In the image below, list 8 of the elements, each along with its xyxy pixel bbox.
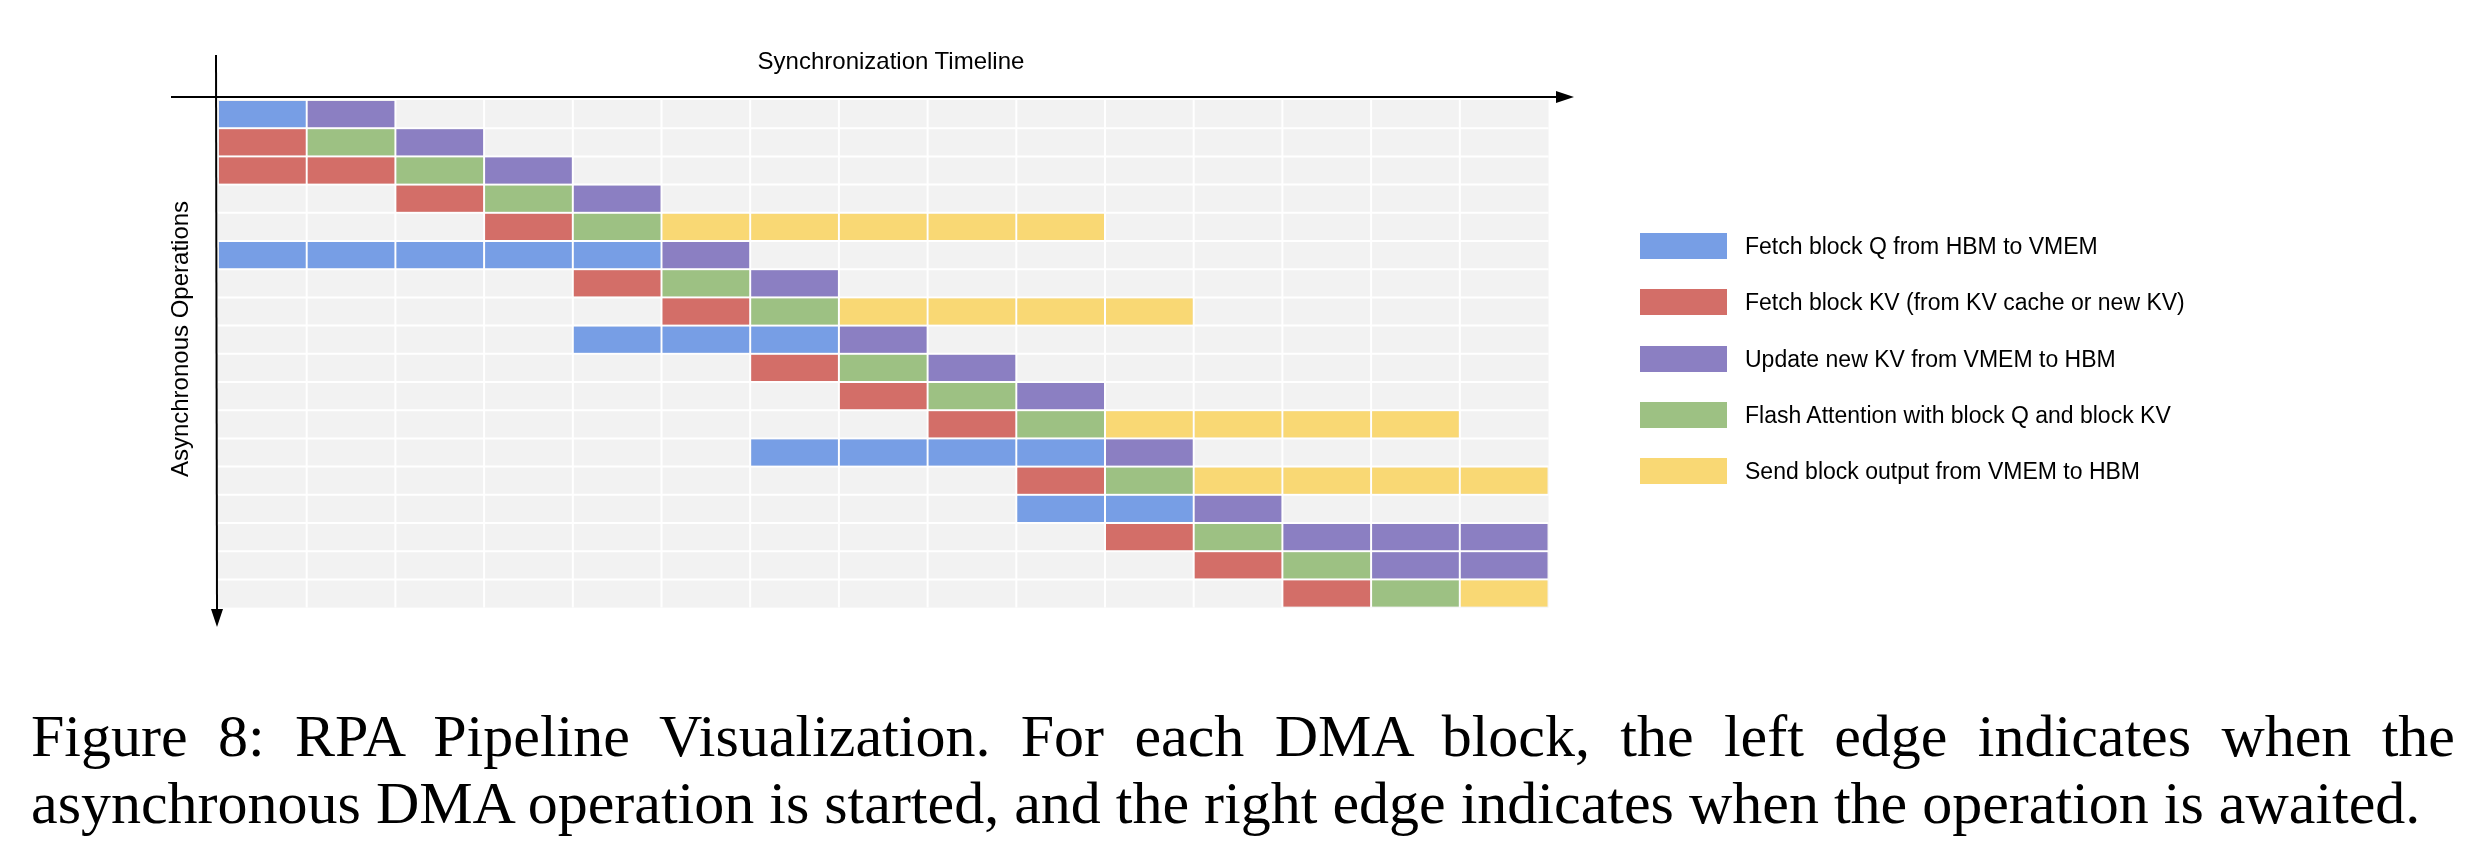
axis-title: Synchronization Timeline bbox=[757, 47, 1025, 75]
axis-title: Asynchronous Operations bbox=[166, 200, 194, 478]
legend-label: Update new KV from VMEM to HBM bbox=[1745, 345, 2116, 372]
legend-label: Fetch block KV (from KV cache or new KV) bbox=[1745, 289, 2185, 316]
legend-label: Fetch block Q from HBM to VMEM bbox=[1745, 232, 2098, 260]
figure-caption: Figure 8: RPA Pipeline Visualization. For each DMA block, the left edge indicates when the asynchronous DMA operation is started, and the right edge indicates when the operation is awaited. bbox=[31, 703, 2455, 837]
legend-label: Send block output from VMEM to HBM bbox=[1745, 457, 2140, 485]
legend-label: Flash Attention with block Q and block KV bbox=[1745, 401, 2171, 429]
